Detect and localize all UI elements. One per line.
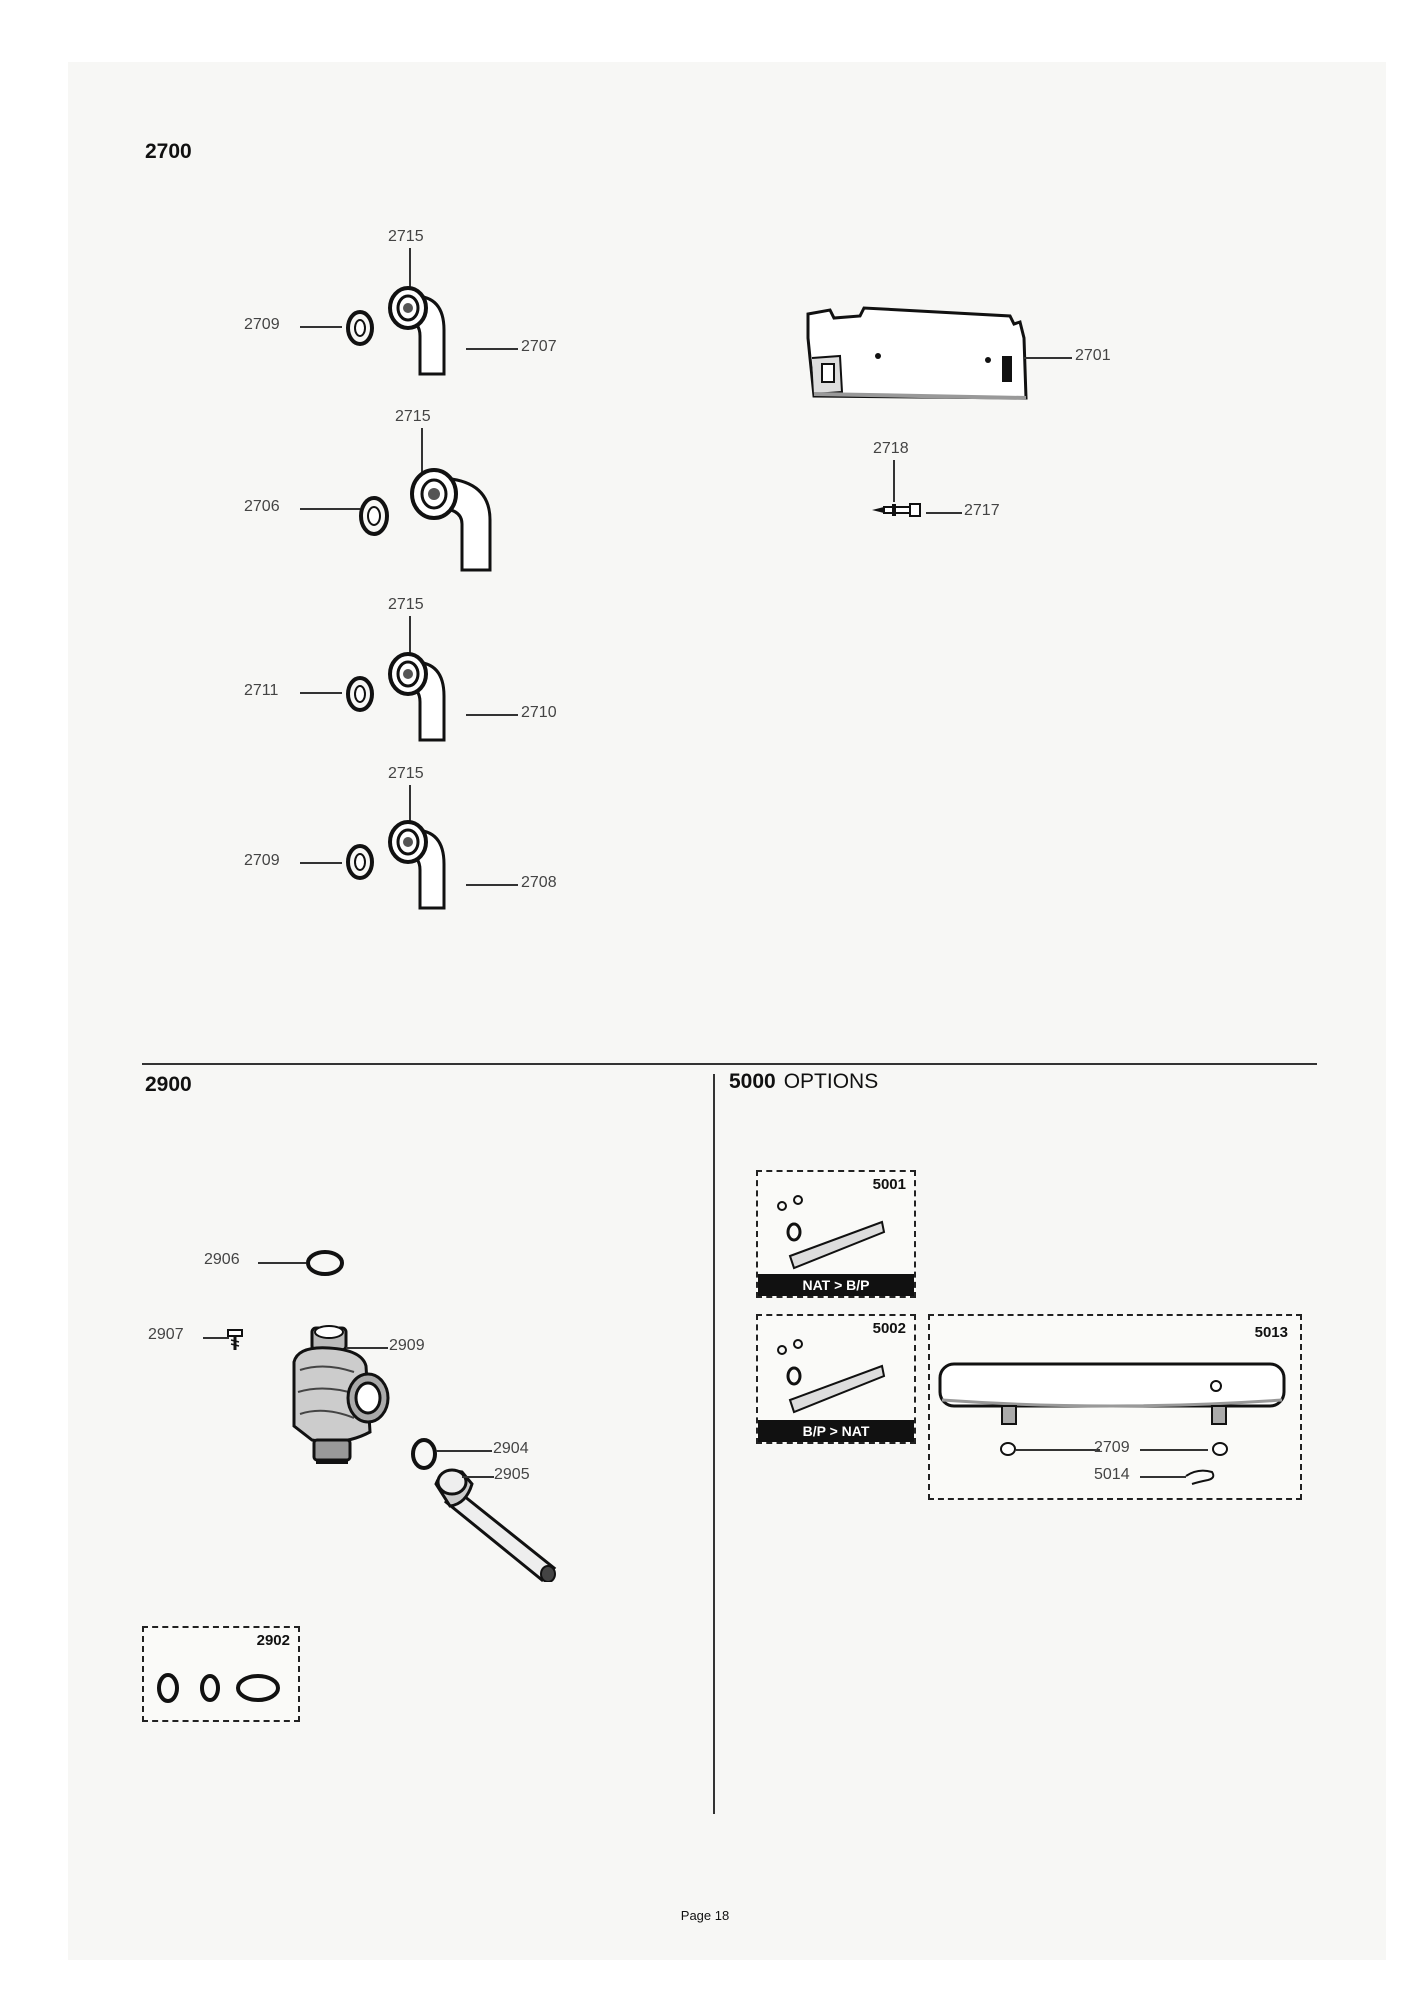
pin-icon (872, 503, 921, 517)
leader-line (436, 1450, 492, 1452)
section-title-2700: 2700 (145, 140, 192, 163)
gas-valve-icon (292, 1325, 390, 1464)
kit-5013-number: 5013 (1254, 1324, 1288, 1341)
section-subtitle: OPTIONS (783, 1070, 879, 1093)
leader-line (300, 692, 342, 694)
leader-line (893, 460, 895, 502)
leader-line (346, 1347, 388, 1349)
o-ring-icon (306, 1250, 344, 1276)
kit-2902-box: 2902 (142, 1626, 300, 1722)
callout-2701: 2701 (1075, 347, 1111, 364)
leader-line (1016, 1449, 1100, 1451)
leader-line (926, 512, 962, 514)
kit-5001-number: 5001 (872, 1176, 906, 1193)
kit-5013-box: 5013 2709 5014 (928, 1314, 1302, 1500)
callout-2708: 2708 (521, 874, 557, 891)
callout-2710: 2710 (521, 704, 557, 721)
leader-line (300, 326, 342, 328)
leader-line (409, 785, 411, 823)
section-title-2900: 2900 (145, 1073, 192, 1096)
kit-5002-box: 5002 B/P > NAT (756, 1314, 916, 1444)
callout-2715-b: 2715 (395, 408, 431, 425)
kit-2902-number: 2902 (256, 1632, 290, 1649)
leader-line (466, 714, 518, 716)
callout-2709-a: 2709 (244, 316, 280, 333)
leader-line (203, 1337, 229, 1339)
injector-kit-icon (777, 1339, 886, 1414)
screw-icon (227, 1329, 243, 1350)
column-divider (713, 1074, 715, 1814)
leader-line (300, 862, 342, 864)
burner-manifold-icon (938, 1362, 1286, 1456)
kit-5002-number: 5002 (872, 1320, 906, 1337)
callout-2718: 2718 (873, 440, 909, 457)
leader-line (466, 884, 518, 886)
callout-2904: 2904 (493, 1440, 529, 1457)
leader-line (258, 1262, 306, 1264)
elbow-pipe-icon (346, 652, 446, 742)
callout-2706: 2706 (244, 498, 280, 515)
section-number-5000: 5000 (729, 1070, 776, 1093)
callout-2906: 2906 (204, 1251, 240, 1268)
kit-5002-band: B/P > NAT (758, 1420, 914, 1442)
callout-2907: 2907 (148, 1326, 184, 1343)
leader-line (409, 616, 411, 656)
leader-line (300, 508, 360, 510)
gas-pipe-icon (434, 1468, 557, 1582)
mounting-bracket-icon (806, 306, 1028, 400)
callout-5014: 5014 (1094, 1466, 1130, 1483)
callout-2709-b: 2709 (244, 852, 280, 869)
o-ring-set-icon (157, 1673, 280, 1703)
elbow-pipe-icon (359, 468, 492, 572)
washer-icon (411, 1438, 437, 1470)
callout-2715-a: 2715 (388, 228, 424, 245)
page-number: Page 18 (680, 1908, 730, 1923)
callout-2909: 2909 (389, 1337, 425, 1354)
callout-2709-c: 2709 (1094, 1439, 1130, 1456)
kit-5001-box: 5001 NAT > B/P (756, 1170, 916, 1298)
callout-2715-d: 2715 (388, 765, 424, 782)
leader-line (1024, 357, 1072, 359)
callout-2715-c: 2715 (388, 596, 424, 613)
clip-icon (1185, 1469, 1215, 1485)
callout-2717: 2717 (964, 502, 1000, 519)
leader-line (462, 1476, 494, 1478)
leader-line (1140, 1449, 1208, 1451)
elbow-pipe-icon (346, 286, 446, 376)
leader-line (1140, 1476, 1186, 1478)
callout-2707: 2707 (521, 338, 557, 355)
callout-2905: 2905 (494, 1466, 530, 1483)
section-divider (142, 1063, 1317, 1065)
leader-line (466, 348, 518, 350)
leader-line (421, 428, 423, 474)
section-title-5000: 5000 OPTIONS (729, 1070, 878, 1094)
injector-kit-icon (777, 1195, 886, 1270)
callout-2711: 2711 (244, 682, 279, 699)
kit-5001-band: NAT > B/P (758, 1274, 914, 1296)
leader-line (409, 248, 411, 290)
elbow-pipe-icon (346, 820, 446, 910)
